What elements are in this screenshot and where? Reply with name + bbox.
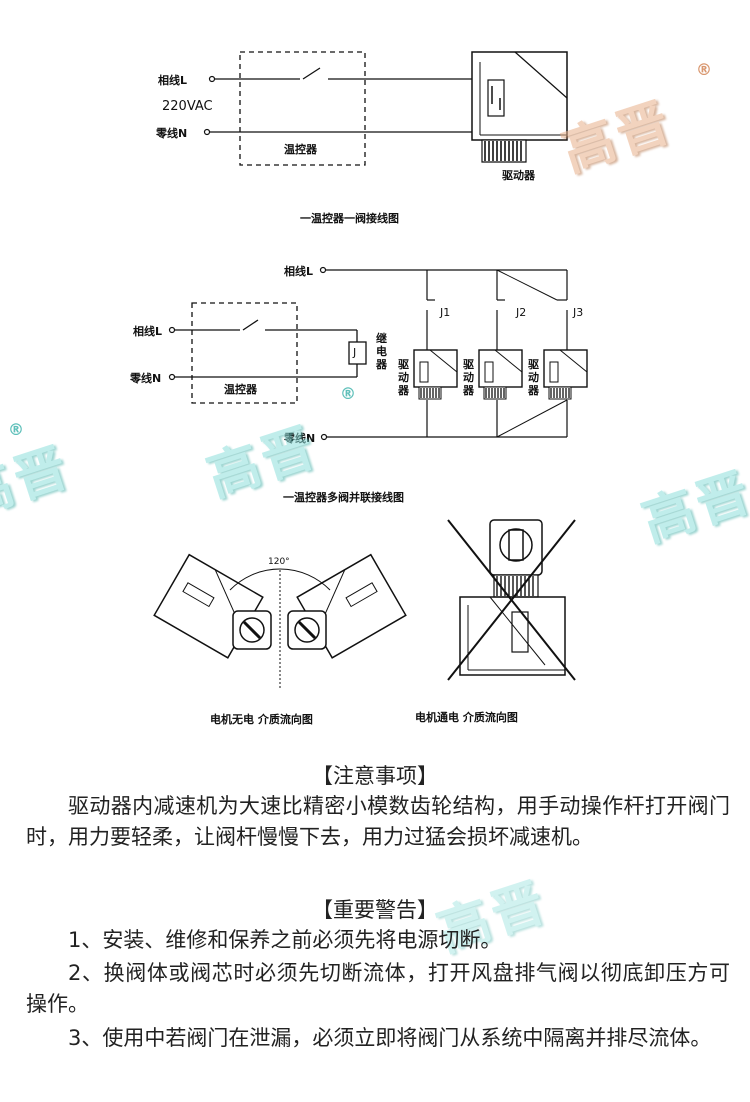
driver-label-3: 驱动器 (528, 358, 539, 397)
driver-label-2: 驱动器 (463, 358, 474, 397)
voltage-label: 220VAC (162, 99, 213, 114)
watermark-reg-mark: ® (8, 420, 24, 439)
notice-body: 驱动器内减速机为大速比精密小模数齿轮结构，用手动操作杆打开阀门时，用力要轻柔，让… (26, 794, 730, 849)
j1-label: J1 (440, 306, 451, 319)
live-top-label: 相线L (284, 265, 314, 278)
j2-label: J2 (516, 306, 527, 319)
relay-label: 继电器 (376, 332, 387, 371)
driver-label: 驱动器 (502, 169, 535, 182)
live-label: 相线L (133, 325, 163, 338)
warning-item-2: 2、换阀体或阀芯时必须先切断流体，打开风盘排气阀以彻底卸压方可操作。 (26, 961, 730, 1016)
warning-item-1: 1、安装、维修和保养之前必须先将电源切断。 (68, 928, 502, 952)
flow-direction-diagram (153, 519, 576, 690)
thermostat-label: 温控器 (284, 143, 317, 156)
warnings-title: 【重要警告】 (312, 898, 438, 922)
angle-label: 120° (268, 557, 290, 567)
valve-body-left-icon (232, 610, 272, 650)
watermark-reg-mark: ® (696, 60, 712, 79)
actuator-icon-1 (413, 349, 458, 400)
warning-item-3: 3、使用中若阀门在泄漏，必须立即将阀门从系统中隔离并排尽流体。 (68, 1026, 712, 1050)
diagram3-caption-left: 电机无电 介质流向图 (210, 713, 313, 726)
diagram2-caption: 一温控器多阀并联接线图 (283, 491, 404, 504)
notice-title: 【注意事项】 (312, 764, 438, 788)
diagram1-caption: 一温控器一阀接线图 (300, 212, 399, 225)
j3-label: J3 (573, 306, 584, 319)
diagram3-caption-right: 电机通电 介质流向图 (415, 711, 518, 724)
neutral-wire-label: 零线N (156, 127, 188, 140)
relay-symbol: J (353, 346, 357, 359)
watermark-reg-mark: ® (340, 384, 356, 403)
valve-body-right-icon (287, 610, 327, 650)
driver-label-1: 驱动器 (398, 358, 409, 397)
wiring-diagram-single (203, 51, 568, 166)
neutral-bottom-label: 零线N (284, 432, 316, 445)
wiring-diagram-multi (168, 266, 588, 441)
actuator-icon-3 (543, 349, 588, 400)
live-wire-label: 相线L (158, 74, 188, 87)
thermostat-label-2: 温控器 (224, 383, 257, 396)
actuator-icon-2 (478, 349, 523, 400)
neutral-label: 零线N (130, 372, 162, 385)
actuator-icon (471, 51, 568, 163)
